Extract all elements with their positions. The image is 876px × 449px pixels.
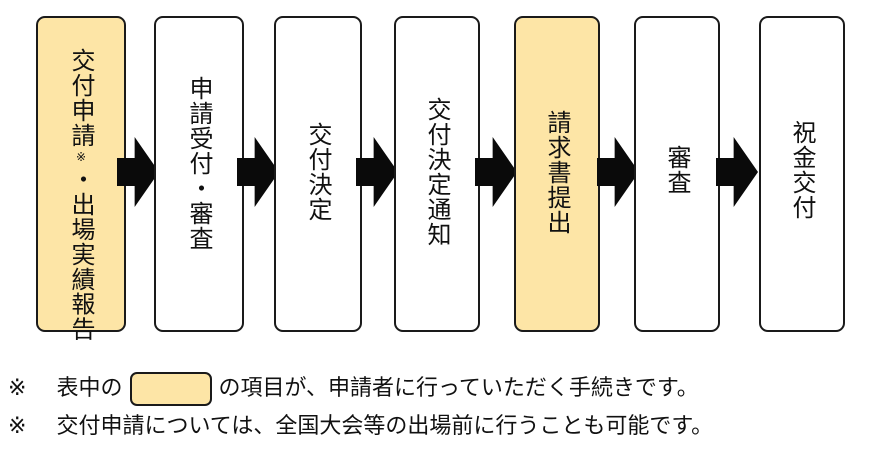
step-receipt-review: 申請受付・審査 (154, 16, 244, 332)
step-invoice-submission: 請求書提出 (514, 16, 600, 332)
note-mark: ※ (8, 376, 27, 401)
right-arrow-icon (716, 137, 758, 207)
step-grant-decision: 交付決定 (274, 16, 362, 332)
step-label-part: 交付申請 (67, 48, 95, 148)
step-label: 請求書提出 (543, 110, 571, 235)
step-label: 交付決定通知 (423, 97, 451, 247)
note-text-before: 表中の (56, 376, 123, 401)
right-arrow-icon (597, 137, 639, 207)
step-review: 審査 (634, 16, 720, 332)
note-mark: ※ (74, 149, 88, 165)
step-label: 申請受付・審査 (185, 76, 213, 251)
note-early-application: ※ 交付申請については、全国大会等の出場前に行うことも可能です。 (8, 416, 713, 438)
step-label: 祝金交付 (788, 120, 816, 220)
step-label-part: ・出場実績報告 (67, 166, 95, 342)
step-label: 交付申請※・出場実績報告 (67, 48, 95, 342)
step-label: 交付決定 (304, 122, 332, 222)
note-text-after: の項目が、申請者に行っていただく手続きです。 (218, 376, 699, 401)
step-application-report: 交付申請※・出場実績報告 (36, 16, 126, 342)
legend-swatch (130, 372, 213, 406)
step-label: 審査 (663, 145, 691, 195)
note-user-procedure: ※ 表中の の項目が、申請者に行っていただく手続きです。 (8, 372, 699, 406)
step-decision-notice: 交付決定通知 (394, 16, 480, 332)
right-arrow-icon (356, 137, 398, 207)
note-mark: ※ (8, 414, 27, 439)
step-grant-payment: 祝金交付 (759, 16, 845, 332)
right-arrow-icon (475, 137, 517, 207)
note-text: 交付申請については、全国大会等の出場前に行うことも可能です。 (56, 414, 714, 439)
